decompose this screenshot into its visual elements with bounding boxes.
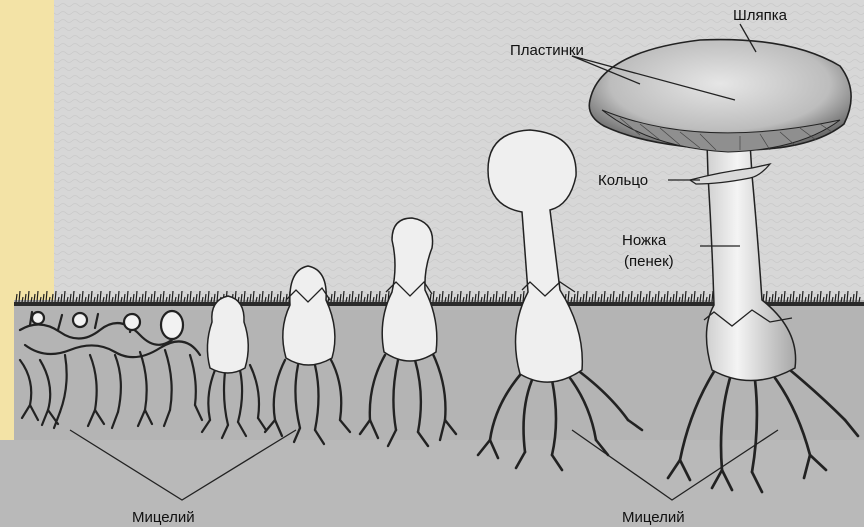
label-stem-sub: (пенек) <box>624 253 674 270</box>
bottom-strip <box>0 440 864 527</box>
label-ring: Кольцо <box>598 172 648 189</box>
label-mycelium-left: Мицелий <box>132 509 195 526</box>
label-cap: Шляпка <box>733 7 788 24</box>
label-gills: Пластинки <box>510 42 584 59</box>
label-mycelium-right: Мицелий <box>622 509 685 526</box>
label-stem: Ножка <box>622 232 667 249</box>
